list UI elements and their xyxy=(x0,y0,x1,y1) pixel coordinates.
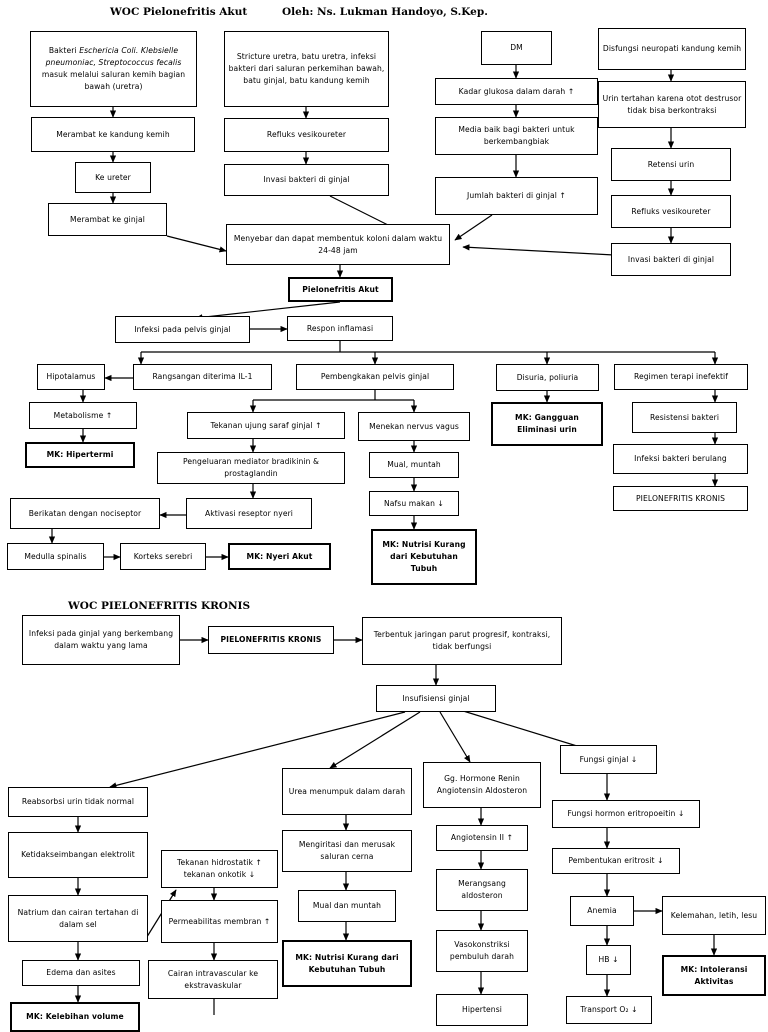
node-j1: Medulla spinalis xyxy=(7,543,104,570)
node-c4: Jumlah bakteri di ginjal ↑ xyxy=(435,177,598,215)
node-f5: Regimen terapi inefektif xyxy=(614,364,748,390)
node-p5: HB ↓ xyxy=(586,945,631,975)
page-title-chronic: WOC PIELONEFRITIS KRONIS xyxy=(68,600,251,612)
node-i2: Aktivasi reseptor nyeri xyxy=(186,498,312,529)
node-k1: Infeksi pada ginjal yang berkembang dala… xyxy=(22,615,180,665)
node-b2: Refluks vesikoureter xyxy=(224,118,389,152)
node-i3: Nafsu makan ↓ xyxy=(369,491,459,516)
node-j2: Korteks serebri xyxy=(120,543,206,570)
node-o5: Hipertensi xyxy=(436,994,528,1026)
node-d4: Refluks vesikoureter xyxy=(611,195,731,228)
node-j4: MK: Nutrisi Kurang dari Kebutuhan Tubuh xyxy=(371,529,477,585)
node-k3: Terbentuk jaringan parut progresif, kont… xyxy=(362,617,562,665)
node-g3: Tekanan ujung saraf ginjal ↑ xyxy=(187,412,345,439)
node-q2: MK: Intoleransi Aktivitas xyxy=(662,955,766,996)
node-o3: Merangsang aldosteron xyxy=(436,869,528,911)
node-d1: Disfungsi neuropati kandung kemih xyxy=(598,28,746,70)
node-f1: Hipotalamus xyxy=(37,364,105,390)
node-f2: Rangsangan diterima IL-1 xyxy=(133,364,272,390)
node-a1-label: Bakteri Eschericia Coli. Klebsielle pneu… xyxy=(41,46,186,91)
node-o2: Angiotensin II ↑ xyxy=(436,825,528,851)
node-c3: Media baik bagi bakteri untuk berkembang… xyxy=(435,117,598,155)
node-m3: Cairan intravascular ke ekstravaskular xyxy=(148,960,278,999)
node-n2: Mengiritasi dan merusak saluran cerna xyxy=(282,830,412,872)
node-l4: Edema dan asites xyxy=(22,960,140,986)
node-f4: Disuria, poliuria xyxy=(496,364,599,391)
node-b3: Invasi bakteri di ginjal xyxy=(224,164,389,196)
node-p2: Fungsi hormon eritropoeitin ↓ xyxy=(552,800,700,828)
node-o4: Vasokonstriksi pembuluh darah xyxy=(436,930,528,972)
node-e4: Respon inflamasi xyxy=(287,316,393,341)
node-h1: Pengeluaran mediator bradikinin & prosta… xyxy=(157,452,345,484)
node-f3: Pembengkakan pelvis ginjal xyxy=(296,364,454,390)
node-p6: Transport O₂ ↓ xyxy=(566,996,652,1024)
node-g1: Metabolisme ↑ xyxy=(29,402,137,429)
node-l3: Natrium dan cairan tertahan di dalam sel xyxy=(8,895,148,942)
node-o1: Gg. Hormone Renin Angiotensin Aldosteron xyxy=(423,762,541,808)
node-l1: Reabsorbsi urin tidak normal xyxy=(8,787,148,817)
node-j3: MK: Nyeri Akut xyxy=(228,543,331,570)
node-d2: Urin tertahan karena otot destrusor tida… xyxy=(598,81,746,128)
author-label: Oleh: Ns. Lukman Handoyo, S.Kep. xyxy=(282,6,488,18)
node-c2: Kadar glukosa dalam darah ↑ xyxy=(435,78,598,105)
node-e1: Menyebar dan dapat membentuk koloni dala… xyxy=(226,224,450,265)
node-b1: Stricture uretra, batu uretra, infeksi b… xyxy=(224,31,389,107)
node-q1: Kelemahan, letih, lesu xyxy=(662,896,766,935)
node-m2: Permeabilitas membran ↑ xyxy=(161,900,278,943)
node-g4: Menekan nervus vagus xyxy=(358,412,470,441)
node-c1: DM xyxy=(481,31,552,65)
node-n1: Urea menumpuk dalam darah xyxy=(282,768,412,815)
node-p4: Anemia xyxy=(570,896,634,926)
node-a1: Bakteri Eschericia Coli. Klebsielle pneu… xyxy=(30,31,197,107)
node-g2: MK: Hipertermi xyxy=(25,442,135,468)
node-a4: Merambat ke ginjal xyxy=(48,203,167,236)
node-l5: MK: Kelebihan volume xyxy=(10,1002,140,1032)
node-p1: Fungsi ginjal ↓ xyxy=(560,745,657,774)
node-a2: Merambat ke kandung kemih xyxy=(31,117,195,152)
node-m1: Tekanan hidrostatik ↑ tekanan onkotik ↓ xyxy=(161,850,278,888)
node-e3: Infeksi pada pelvis ginjal xyxy=(115,316,250,343)
node-i4: PIELONEFRITIS KRONIS xyxy=(613,486,748,511)
node-h2: Mual, muntah xyxy=(369,452,459,478)
node-h3: Infeksi bakteri berulang xyxy=(613,444,748,474)
node-n4: MK: Nutrisi Kurang dari Kebutuhan Tubuh xyxy=(282,940,412,987)
node-g5: MK: Gangguan Eliminasi urin xyxy=(491,402,603,446)
node-a3: Ke ureter xyxy=(75,162,151,193)
node-d3: Retensi urin xyxy=(611,148,731,181)
node-g6: Resistensi bakteri xyxy=(632,402,737,433)
node-p3: Pembentukan eritrosit ↓ xyxy=(552,848,680,874)
node-n3: Mual dan muntah xyxy=(298,890,396,922)
node-e2: Pielonefritis Akut xyxy=(288,277,393,302)
node-k2: PIELONEFRITIS KRONIS xyxy=(208,626,334,654)
node-k4: Insufisiensi ginjal xyxy=(376,685,496,712)
node-l2: Ketidakseimbangan elektrolit xyxy=(8,832,148,878)
page-title-acute: WOC Pielonefritis Akut xyxy=(110,6,248,18)
node-i1: Berikatan dengan nociseptor xyxy=(10,498,160,529)
node-d5: Invasi bakteri di ginjal xyxy=(611,243,731,276)
